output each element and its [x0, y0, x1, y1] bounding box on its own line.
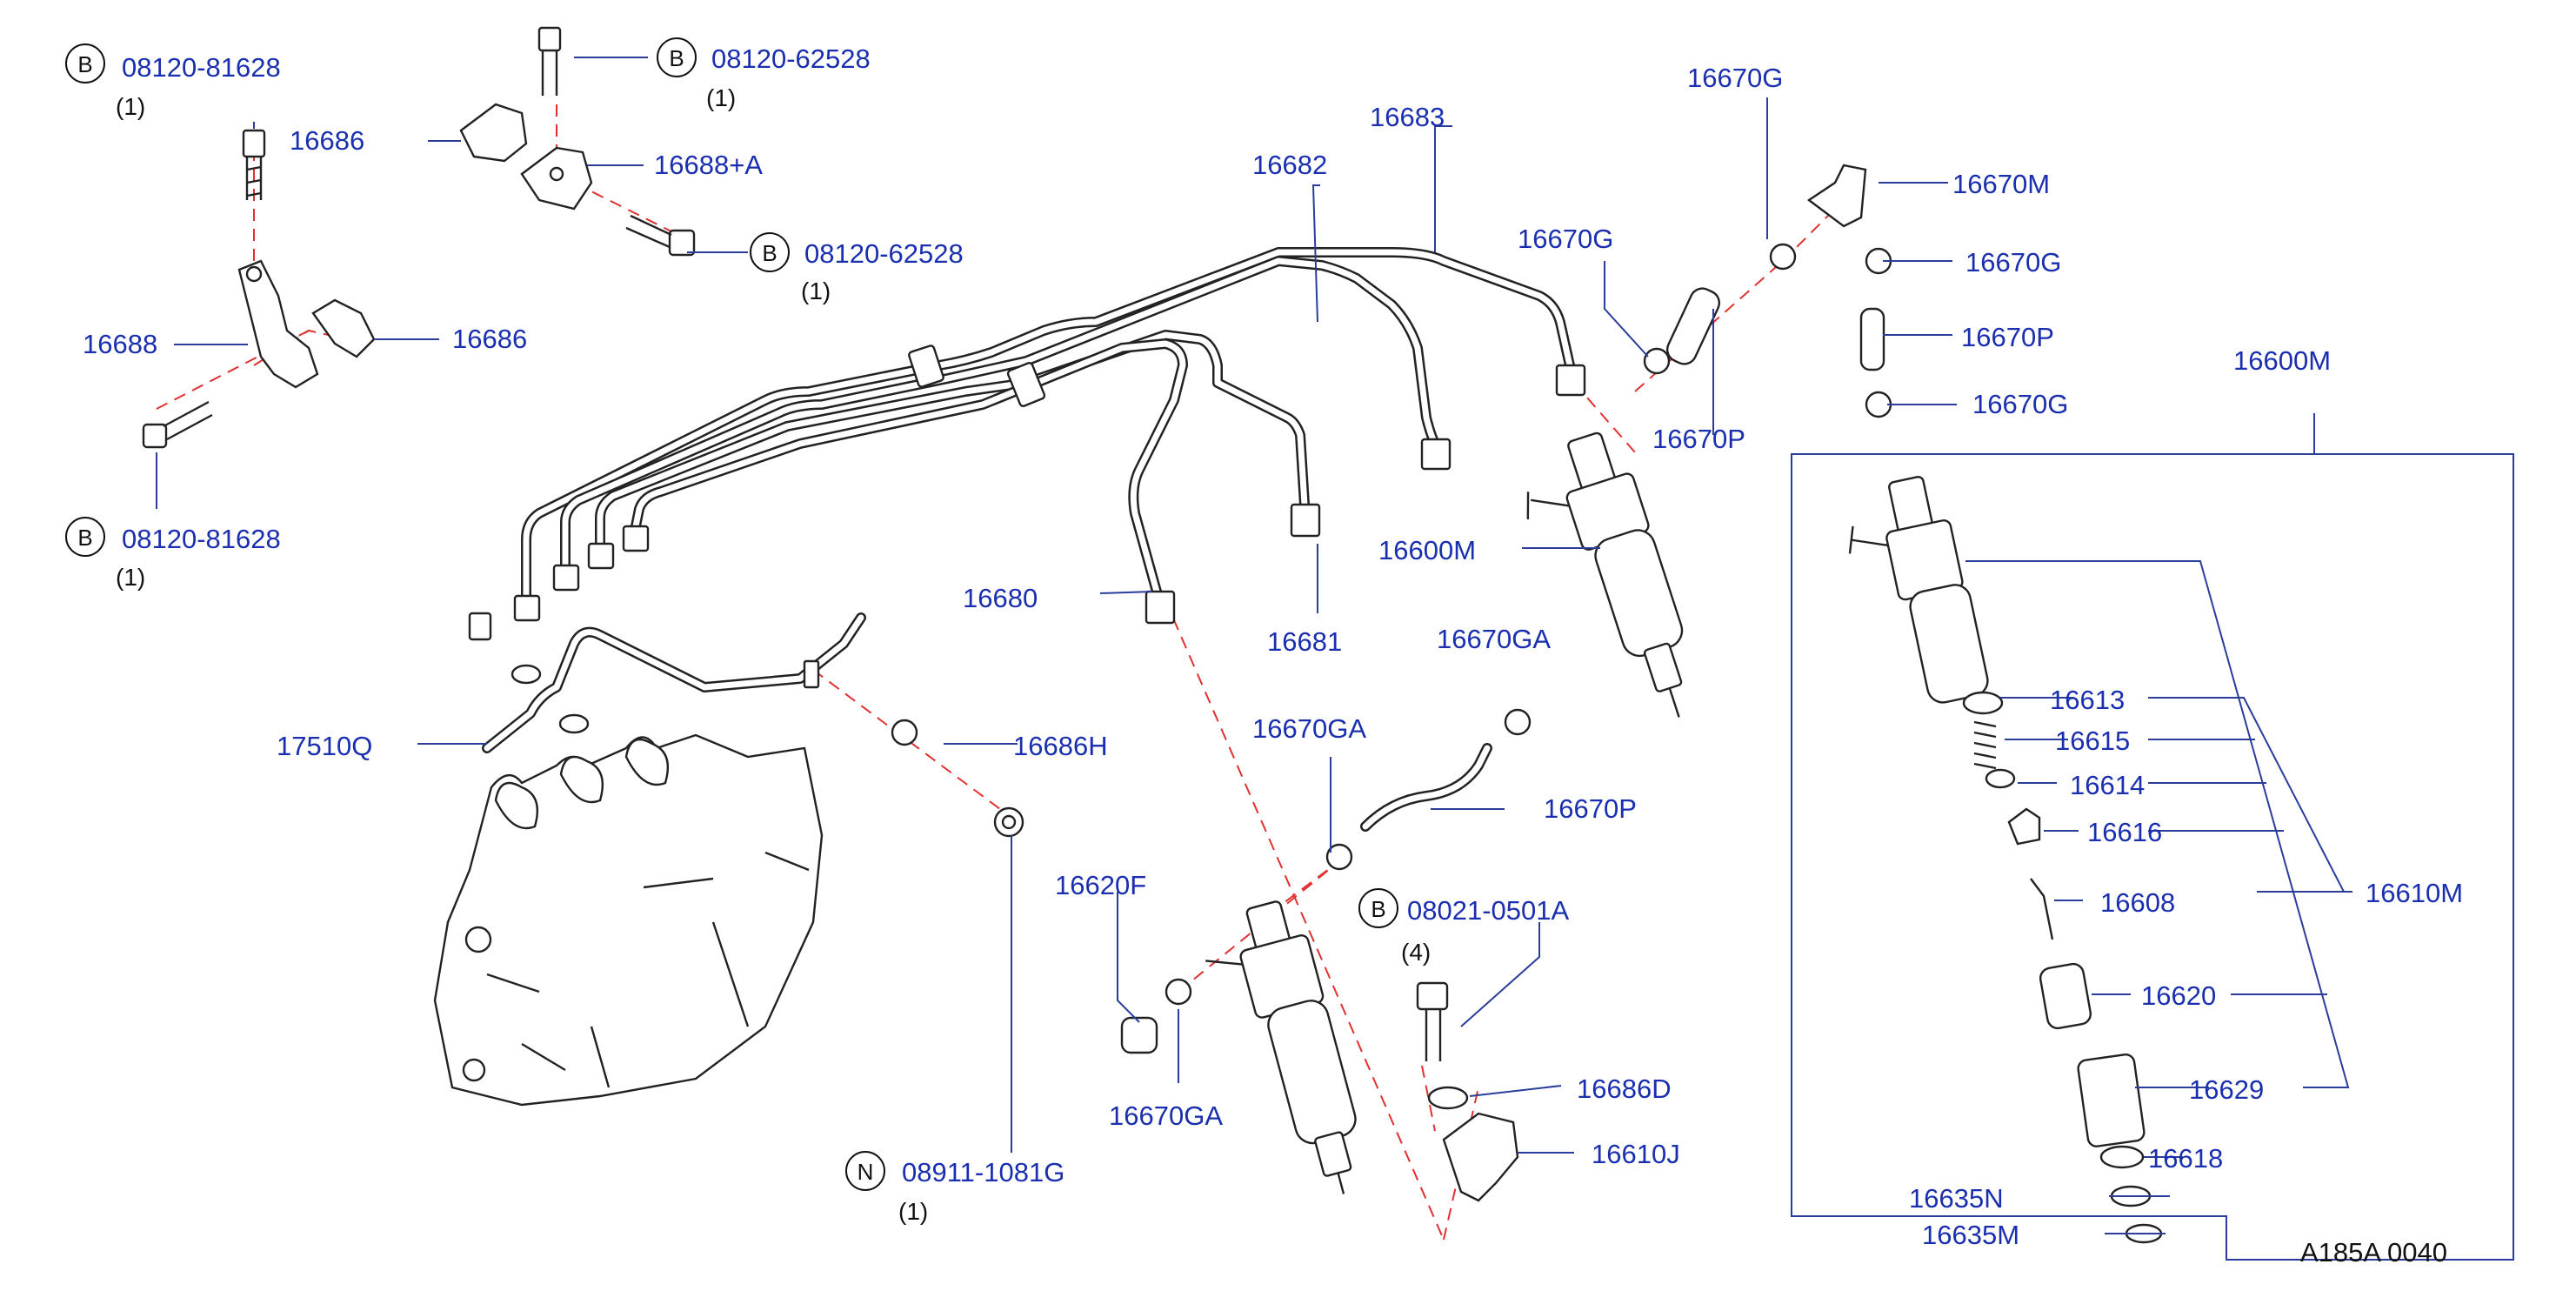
diagram-code: A185A 0040	[2300, 1237, 2447, 1268]
label-16600m-a: 16600M	[1378, 535, 1476, 565]
badge-b1: B	[65, 43, 105, 84]
label-16614: 16614	[2070, 770, 2145, 800]
label-16686-b: 16686	[452, 324, 527, 354]
label-16686-a: 16686	[290, 125, 364, 156]
qty-81628-bot: (1)	[116, 564, 145, 591]
qty-0501a: (4)	[1401, 939, 1431, 966]
label-16688a: 16688+A	[654, 150, 763, 180]
label-16683: 16683	[1370, 102, 1445, 132]
badge-b4: B	[65, 517, 105, 557]
label-16682: 16682	[1252, 150, 1327, 180]
label-17510q: 17510Q	[277, 731, 372, 761]
qty-62528-mid: (1)	[801, 278, 831, 304]
badge-b2-text: B	[669, 45, 684, 71]
label-08911-1081g: 08911-1081G	[902, 1157, 1064, 1187]
label-16670ga-a: 16670GA	[1437, 624, 1551, 654]
label-16680: 16680	[963, 583, 1038, 613]
badge-b3-text: B	[762, 240, 777, 266]
label-16635m: 16635M	[1922, 1220, 2019, 1250]
label-16670p-b: 16670P	[1652, 424, 1745, 454]
label-16670ga-c: 16670GA	[1109, 1100, 1223, 1131]
label-16670g-a: 16670G	[1687, 63, 1783, 93]
label-16670m: 16670M	[1952, 169, 2050, 199]
label-08120-81628-top: 08120-81628	[122, 52, 281, 83]
badge-n1-text: N	[858, 1159, 874, 1185]
label-16615: 16615	[2055, 726, 2130, 756]
label-16600m-b: 16600M	[2233, 345, 2331, 376]
leader-lines	[156, 57, 2352, 1234]
label-16670ga-b: 16670GA	[1252, 713, 1366, 744]
label-16608: 16608	[2100, 887, 2175, 918]
label-16688: 16688	[83, 329, 157, 359]
small-fittings	[891, 164, 1892, 1202]
badge-n1: N	[845, 1151, 885, 1191]
label-16670g-c: 16670G	[1965, 247, 2061, 278]
label-16618: 16618	[2148, 1143, 2223, 1174]
label-16629: 16629	[2189, 1074, 2264, 1105]
injector-upper	[1526, 431, 1684, 718]
badge-b5: B	[1358, 888, 1398, 928]
badge-b4-text: B	[77, 525, 92, 551]
badge-b1-text: B	[77, 51, 92, 77]
injection-pipes	[513, 247, 1586, 625]
injector-exploded-parts	[1848, 475, 2163, 1244]
badge-b2: B	[657, 37, 697, 77]
label-16670g-b: 16670G	[1518, 224, 1613, 254]
qty-62528-top: (1)	[706, 84, 736, 111]
label-16620f: 16620F	[1055, 870, 1146, 900]
badge-b5-text: B	[1371, 896, 1385, 922]
label-08120-81628-bot: 08120-81628	[122, 524, 281, 554]
assembly-dash-lines	[156, 104, 1853, 1241]
label-16610m: 16610M	[2366, 878, 2463, 908]
bracket-assembly	[142, 26, 696, 449]
label-16686d: 16686D	[1577, 1074, 1672, 1104]
injector-lower	[1205, 900, 1357, 1194]
leak-off-pipe	[468, 612, 866, 753]
label-16610j: 16610J	[1592, 1139, 1680, 1169]
injection-pump-body	[433, 733, 824, 1107]
label-16616: 16616	[2087, 817, 2162, 847]
label-08120-62528-top: 08120-62528	[711, 43, 871, 74]
label-16635n: 16635N	[1909, 1183, 2004, 1214]
qty-1081g: (1)	[898, 1198, 928, 1225]
injector-exploded-frame	[1791, 453, 2514, 1261]
label-16620: 16620	[2141, 980, 2216, 1011]
label-16670p-c: 16670P	[1544, 793, 1637, 824]
label-16613: 16613	[2050, 685, 2125, 715]
label-16670p-a: 16670P	[1961, 322, 2054, 352]
label-16681: 16681	[1267, 626, 1342, 657]
part-labels: 08120-81628 (1) 08120-62528 (1) 16686 16…	[83, 43, 2463, 1268]
label-08021-0501a: 08021-0501A	[1407, 895, 1569, 926]
label-16686h: 16686H	[1013, 731, 1108, 761]
qty-81628-top: (1)	[116, 93, 145, 120]
badge-b3: B	[750, 232, 790, 272]
label-08120-62528-mid: 08120-62528	[804, 238, 964, 269]
label-16670g-d: 16670G	[1972, 389, 2068, 419]
